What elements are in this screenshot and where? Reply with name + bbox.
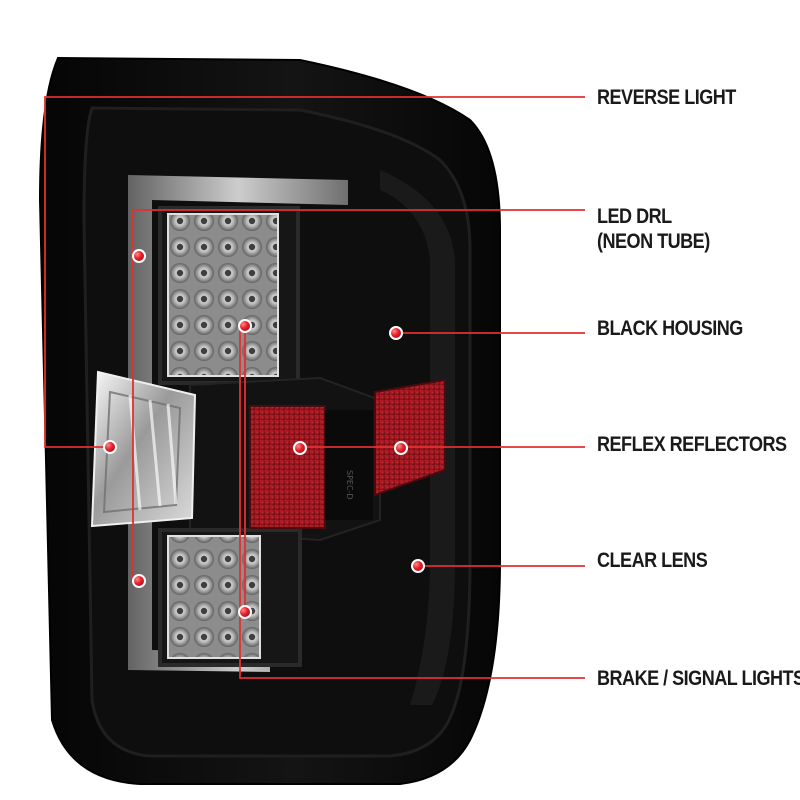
marker-black-housing [389, 326, 403, 340]
label-clear-lens-text: CLEAR LENS [597, 549, 708, 572]
marker-brake-top [238, 319, 252, 333]
svg-text:SPEC-D: SPEC-D [345, 470, 354, 500]
label-led-drl-line2: (NEON TUBE) [597, 230, 710, 253]
label-black-housing-text: BLACK HOUSING [597, 317, 743, 340]
label-clear-lens: CLEAR LENS [597, 548, 708, 573]
marker-clear-lens [411, 559, 425, 573]
label-brake-signal: BRAKE / SIGNAL LIGHTS [597, 666, 800, 691]
label-reverse-light: REVERSE LIGHT [597, 85, 736, 110]
callout-markers [103, 249, 425, 619]
reflector-right [374, 378, 446, 497]
marker-reverse-light [103, 440, 117, 454]
label-black-housing: BLACK HOUSING [597, 316, 743, 341]
reflector-left [249, 405, 326, 529]
marker-reflector-left [293, 441, 307, 455]
marker-brake-bottom [238, 605, 252, 619]
clear-lens-highlight [380, 170, 455, 705]
neon-tube [128, 175, 348, 672]
label-reflex-reflectors-text: REFLEX REFLECTORS [597, 433, 787, 456]
label-led-drl: LED DRL (NEON TUBE) [597, 204, 710, 254]
label-led-drl-line1: LED DRL [597, 205, 672, 228]
marker-led-drl-bottom [132, 574, 146, 588]
label-reverse-light-text: REVERSE LIGHT [597, 86, 736, 109]
label-brake-signal-text: BRAKE / SIGNAL LIGHTS [597, 667, 800, 690]
lower-led-block [168, 536, 260, 658]
marker-led-drl-top [132, 249, 146, 263]
label-reflex-reflectors: REFLEX REFLECTORS [597, 432, 787, 457]
upper-led-block [168, 214, 278, 376]
marker-reflector-right [394, 441, 408, 455]
callout-line-reverse-light [44, 96, 585, 448]
